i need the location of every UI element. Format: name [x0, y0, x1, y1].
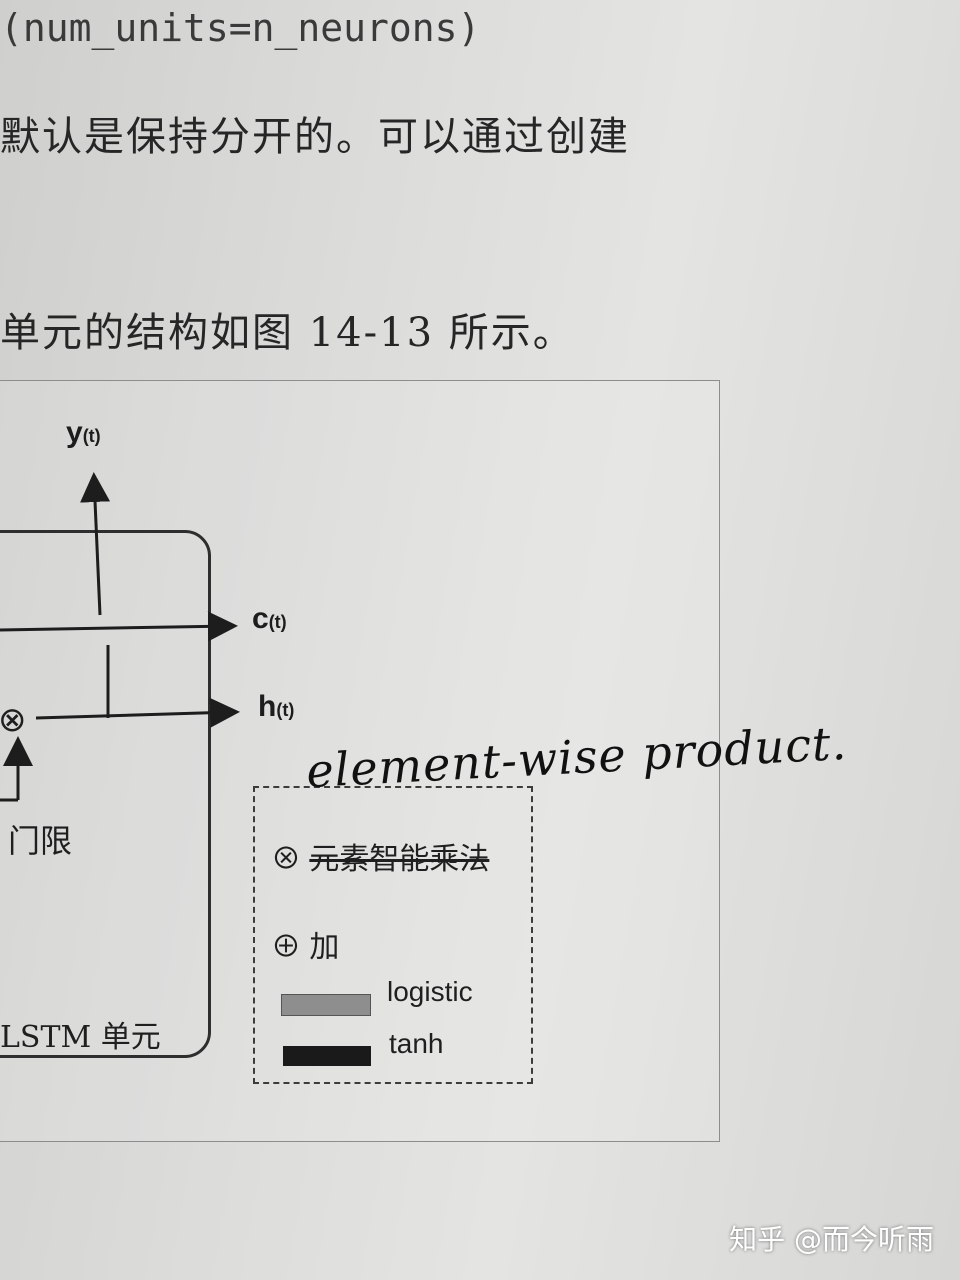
add-icon: ⊕ — [271, 931, 301, 964]
output-h-label: h(t) — [258, 690, 294, 724]
legend-box: ⊗ 元素智能乘法 ⊕ 加 logistic tanh — [253, 786, 533, 1084]
cell-multiply-icon: ⊗ — [0, 701, 27, 739]
legend-tanh-label: tanh — [389, 1028, 444, 1059]
legend-add-row: ⊕ 加 — [271, 922, 339, 966]
lstm-cell-label: LSTM 单元 — [0, 1020, 161, 1055]
legend-multiply-row: ⊗ 元素智能乘法 — [271, 834, 489, 878]
text-line-2: 单元的结构如图 14-13 所示。 — [0, 310, 575, 356]
tanh-swatch — [283, 1046, 371, 1066]
h-state-arrow — [35, 697, 240, 728]
output-y-label: y(t) — [66, 416, 101, 450]
y-output-arrow — [80, 472, 111, 616]
text-line-1: 默认是保持分开的。可以通过创建 — [0, 114, 630, 160]
c-state-arrow — [0, 611, 238, 642]
watermark: 知乎 @而今听雨 — [729, 1223, 934, 1256]
output-c-label: c(t) — [252, 602, 287, 636]
output-y-subscript: (t) — [82, 426, 101, 446]
multiply-icon: ⊗ — [271, 843, 301, 876]
legend-add-label: 加 — [309, 931, 340, 964]
output-c-text: c — [252, 602, 269, 635]
output-y-text: y — [66, 416, 83, 449]
output-h-text: h — [258, 690, 277, 723]
logistic-swatch — [281, 994, 371, 1016]
output-c-subscript: (t) — [268, 612, 287, 632]
legend-logistic-label: logistic — [387, 976, 473, 1007]
legend-multiply-label: 元素智能乘法 — [309, 843, 490, 876]
lstm-cell-box — [0, 530, 211, 1058]
output-h-subscript: (t) — [276, 700, 295, 720]
gate-label: 门限 — [8, 823, 73, 859]
code-line: (num_units=n_neurons) — [0, 6, 481, 50]
